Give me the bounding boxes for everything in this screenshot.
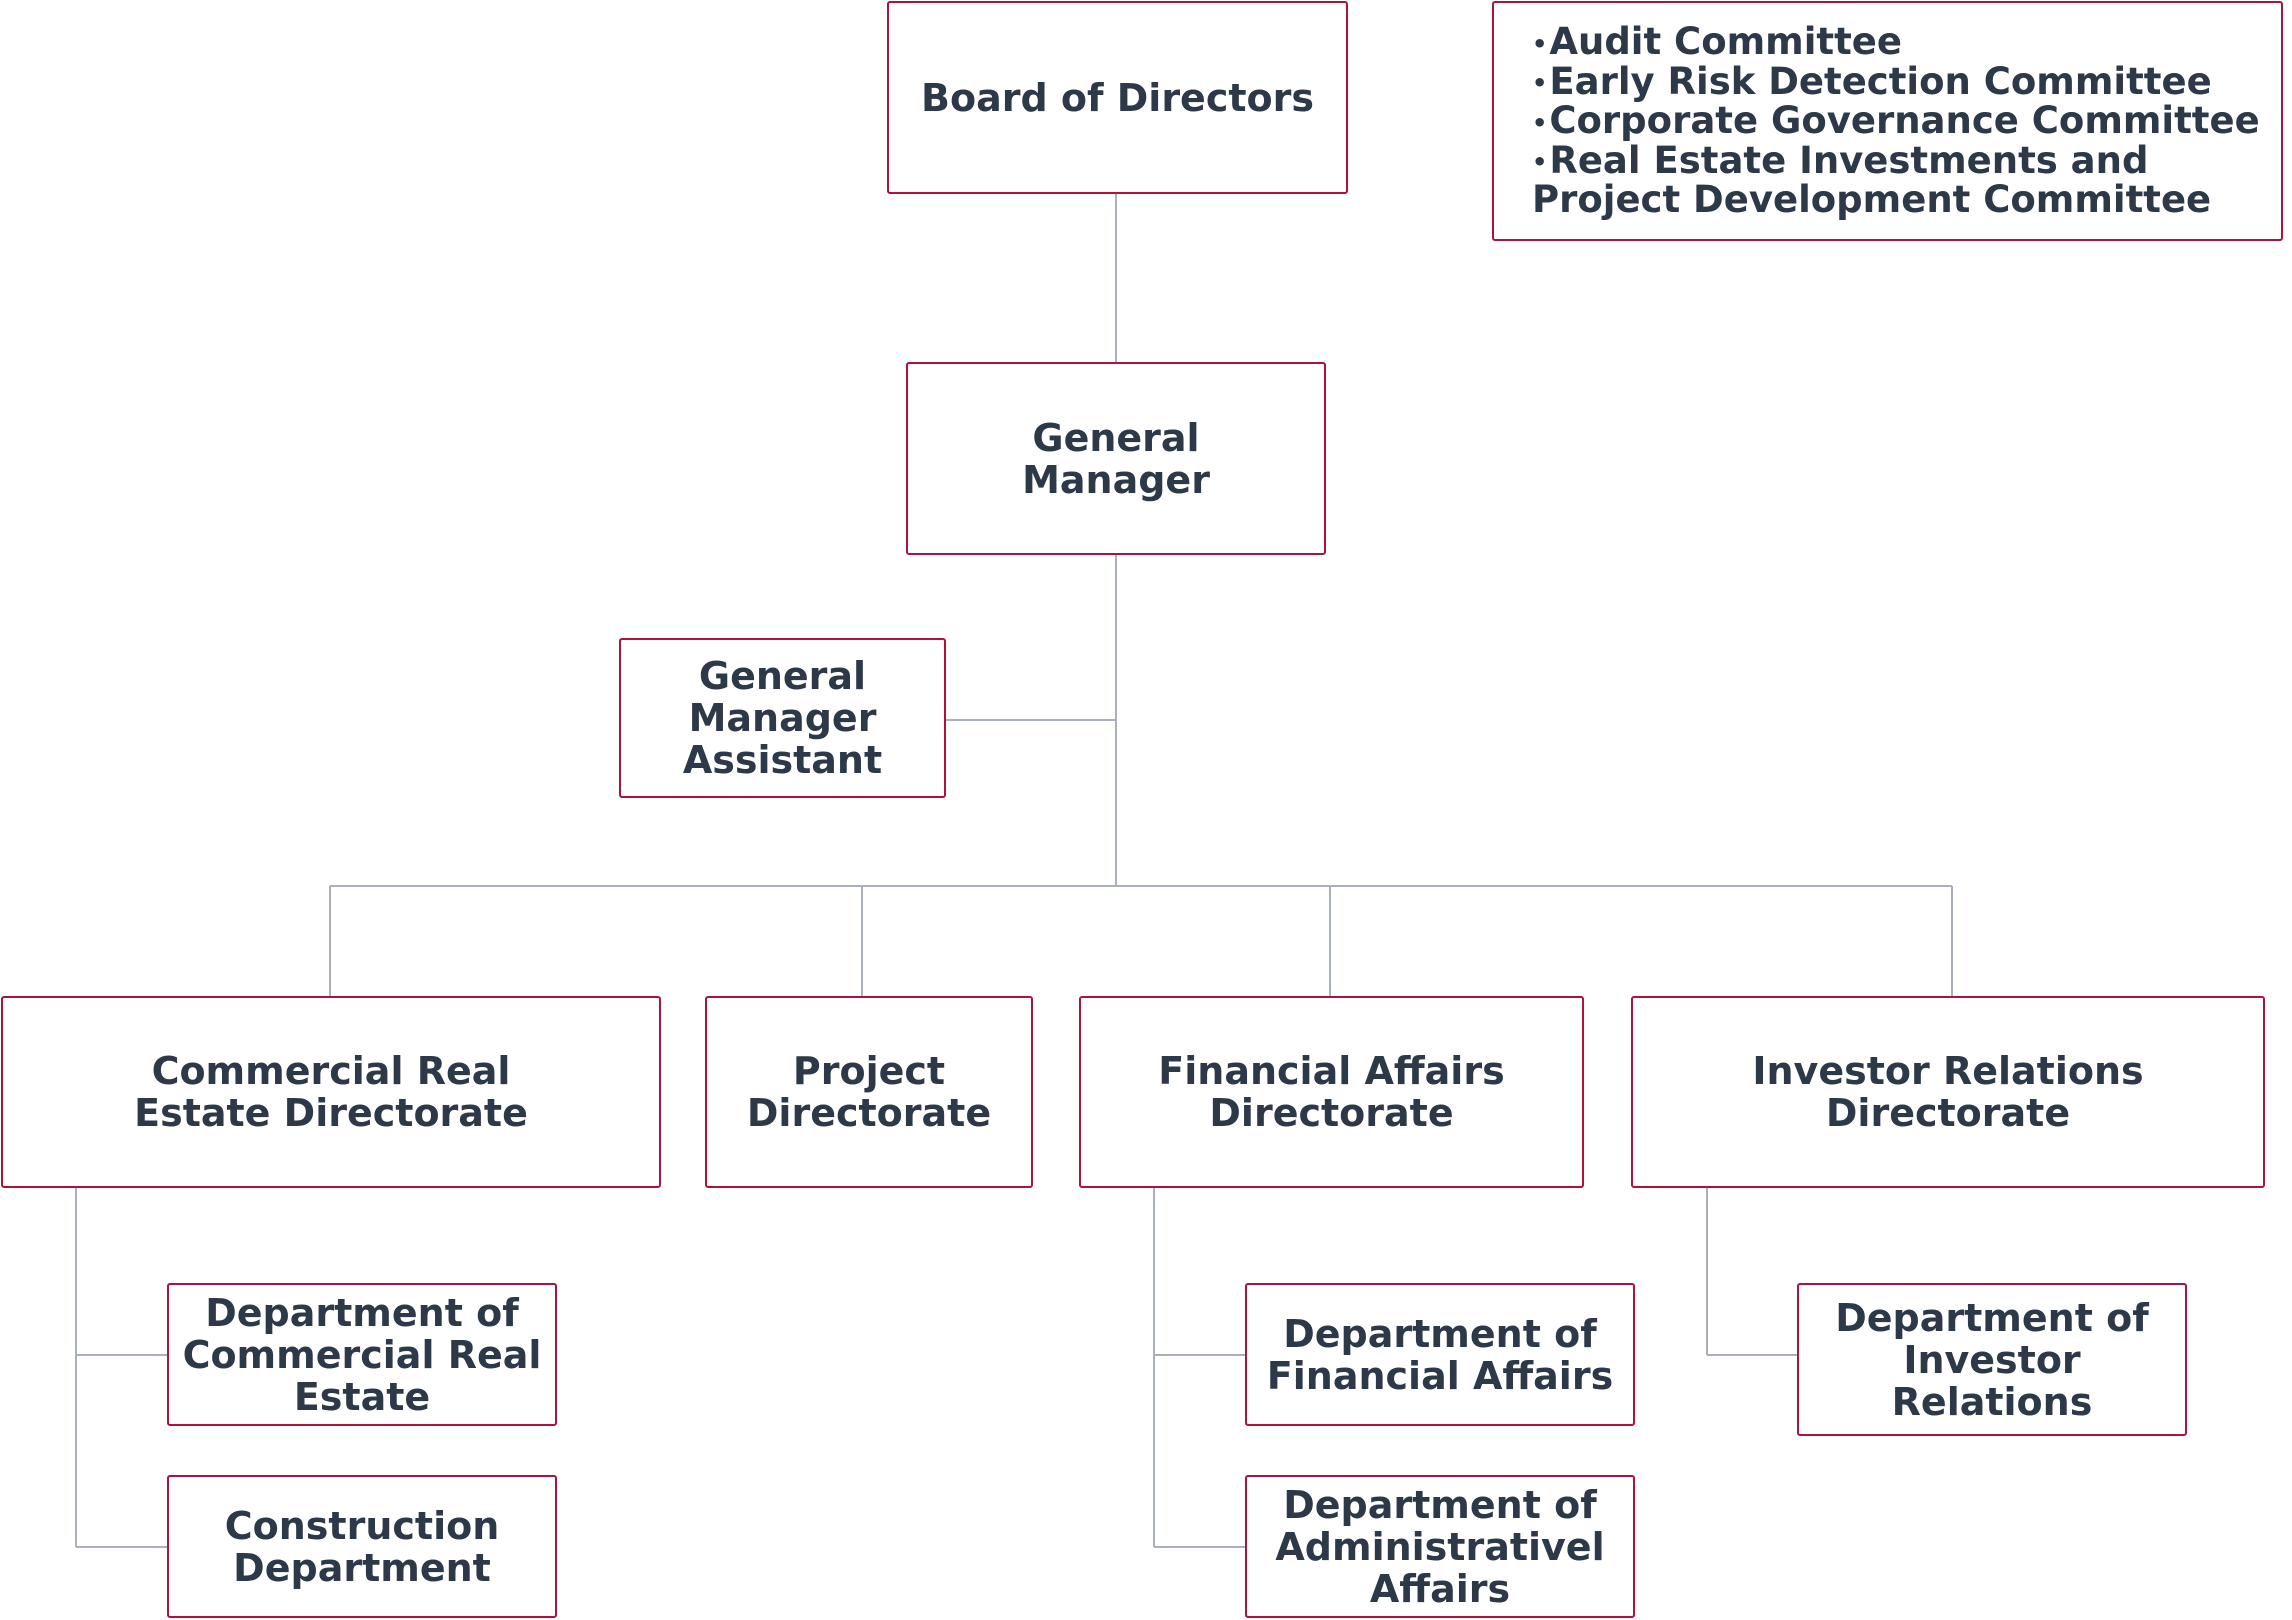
construction-department-box[interactable]: Construction Department — [167, 1475, 557, 1618]
department-commercial-real-estate-label: Department of Commercial Real Estate — [182, 1290, 542, 1419]
department-administrative-affairs-label: Department of Administrativel Affairs — [1275, 1482, 1605, 1611]
general-manager-box[interactable]: General Manager — [906, 362, 1326, 555]
department-commercial-real-estate-box[interactable]: Department of Commercial Real Estate — [167, 1283, 557, 1426]
committees-list: Audit Committee Early Risk Detection Com… — [1532, 23, 2261, 221]
financial-affairs-directorate-box[interactable]: Financial Affairs Directorate — [1079, 996, 1584, 1188]
department-investor-relations-box[interactable]: Department of Investor Relations — [1797, 1283, 2187, 1436]
general-manager-label: General Manager — [1022, 415, 1210, 502]
department-investor-relations-label: Department of Investor Relations — [1835, 1295, 2149, 1424]
project-directorate-box[interactable]: Project Directorate — [705, 996, 1033, 1188]
committee-item: Audit Committee — [1532, 23, 2261, 63]
board-of-directors-box[interactable]: Board of Directors — [887, 1, 1348, 194]
investor-relations-directorate-label: Investor Relations Directorate — [1752, 1049, 2144, 1135]
project-directorate-label: Project Directorate — [746, 1049, 992, 1135]
commercial-real-estate-directorate-box[interactable]: Commercial Real Estate Directorate — [1, 996, 661, 1188]
committees-box[interactable]: Audit Committee Early Risk Detection Com… — [1492, 1, 2283, 241]
board-of-directors-label: Board of Directors — [921, 75, 1314, 120]
committee-item: Early Risk Detection Committee — [1532, 62, 2261, 103]
department-financial-affairs-label: Department of Financial Affairs — [1266, 1311, 1614, 1398]
commercial-real-estate-directorate-label: Commercial Real Estate Directorate — [134, 1049, 528, 1135]
investor-relations-directorate-box[interactable]: Investor Relations Directorate — [1631, 996, 2265, 1188]
general-manager-assistant-box[interactable]: General Manager Assistant — [619, 638, 946, 798]
construction-department-label: Construction Department — [224, 1503, 500, 1590]
committee-item: Corporate Governance Committee — [1532, 102, 2261, 142]
financial-affairs-directorate-label: Financial Affairs Directorate — [1158, 1049, 1505, 1135]
committee-item-continuation: Project Development Committee — [1532, 178, 2212, 221]
general-manager-assistant-label: General Manager Assistant — [682, 654, 883, 782]
department-administrative-affairs-box[interactable]: Department of Administrativel Affairs — [1245, 1475, 1635, 1618]
department-financial-affairs-box[interactable]: Department of Financial Affairs — [1245, 1283, 1635, 1426]
committee-item: Real Estate Investments and — [1532, 141, 2261, 182]
